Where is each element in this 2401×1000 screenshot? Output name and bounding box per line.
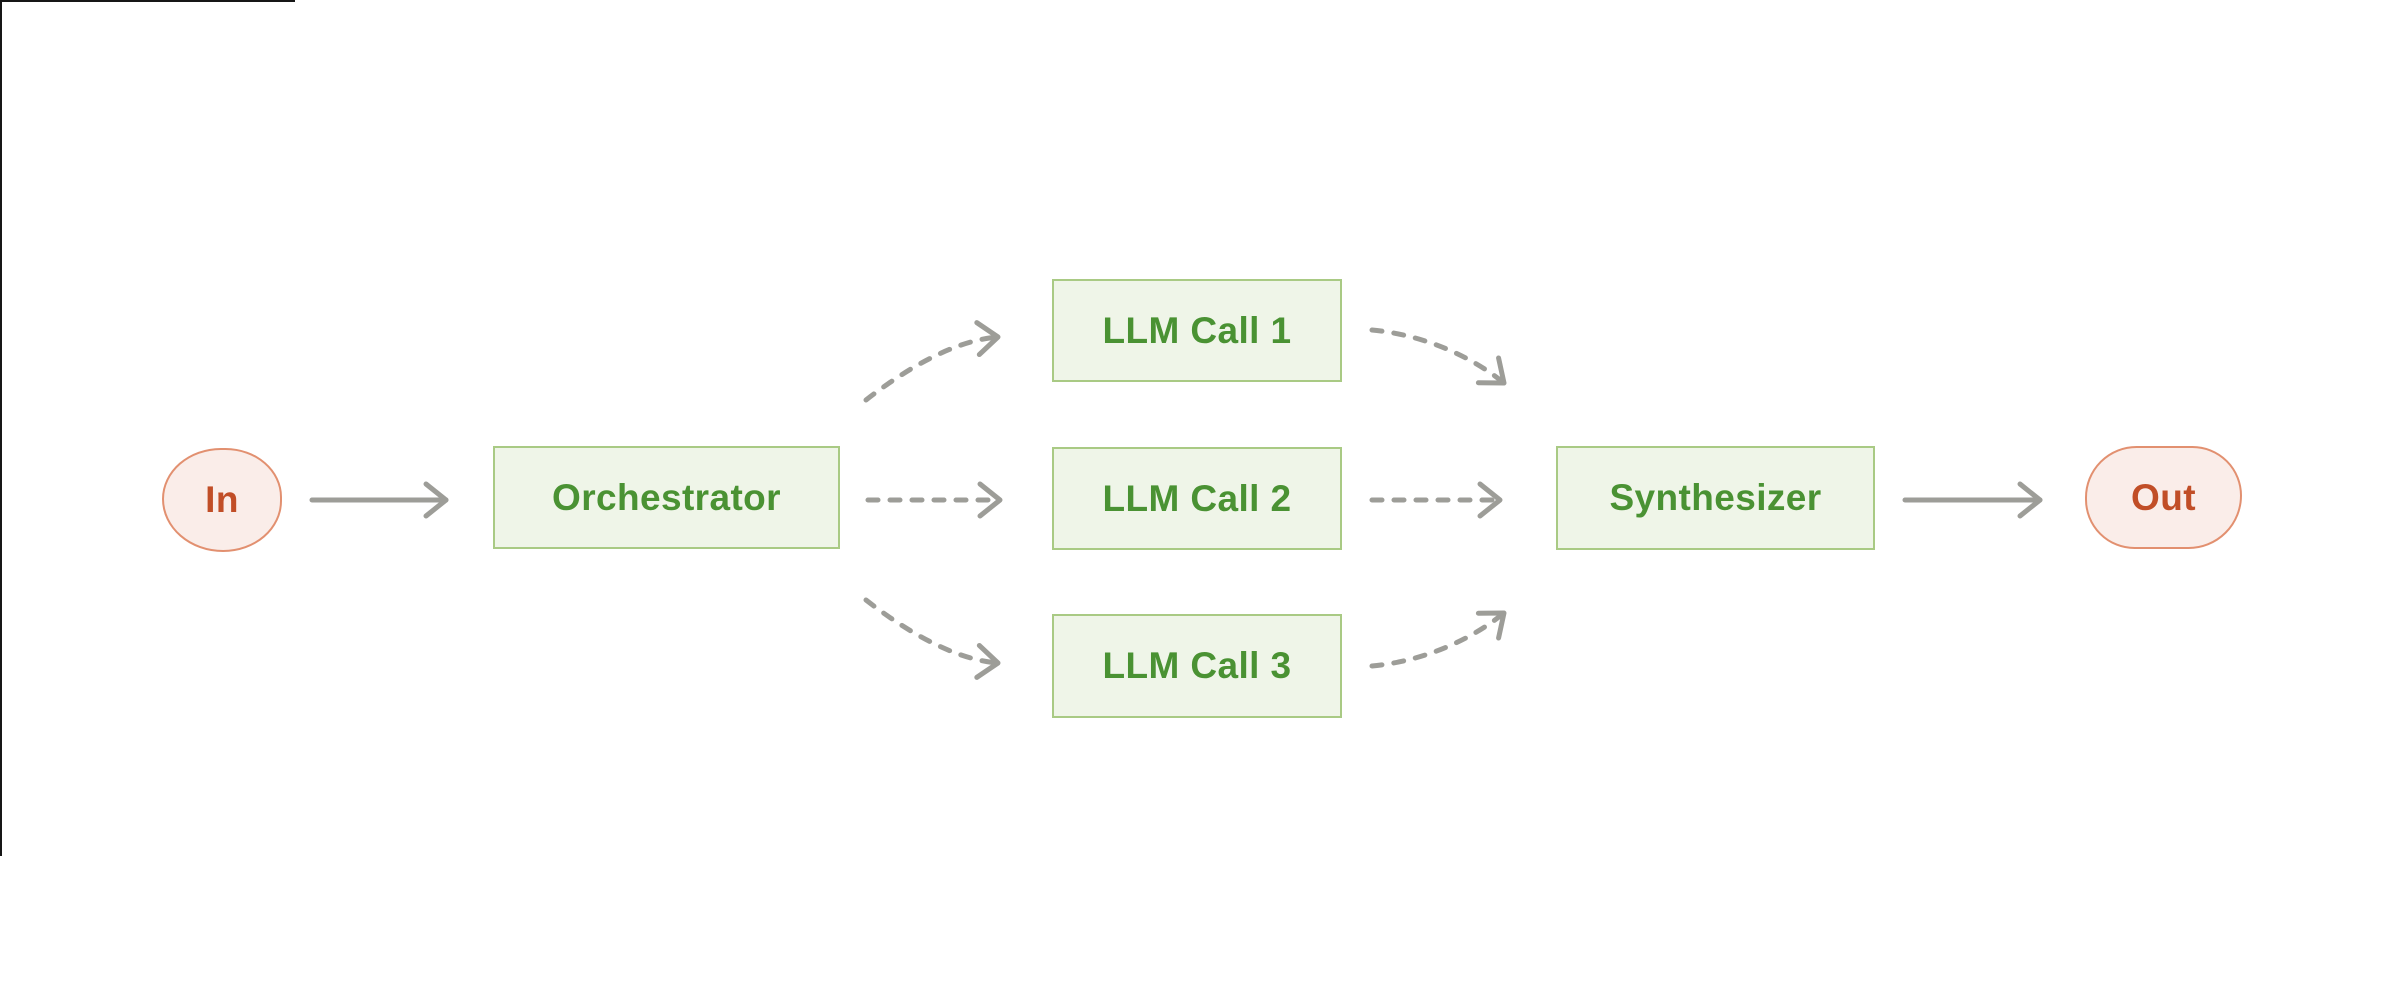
node-synthesizer: Synthesizer xyxy=(1556,446,1875,550)
arrow-llm-call-1-to-synthesizer xyxy=(1369,327,1507,386)
screenshot-edge-artifact-top xyxy=(0,0,295,2)
node-llm-call-3-label: LLM Call 3 xyxy=(1102,645,1292,686)
node-synthesizer-label: Synthesizer xyxy=(1609,477,1822,518)
node-orchestrator: Orchestrator xyxy=(493,446,840,549)
node-llm-call-3: LLM Call 3 xyxy=(1052,614,1342,718)
arrow-llm-call-3-to-synthesizer xyxy=(1369,610,1507,669)
node-in: In xyxy=(162,448,282,552)
arrow-orchestrator-to-llm-call-3 xyxy=(863,597,1001,680)
node-llm-call-2-label: LLM Call 2 xyxy=(1102,477,1292,519)
screenshot-edge-artifact-left xyxy=(0,0,2,856)
node-out-label: Out xyxy=(2131,476,2196,518)
node-in-label: In xyxy=(205,479,239,520)
node-orchestrator-label: Orchestrator xyxy=(552,476,781,518)
node-llm-call-1: LLM Call 1 xyxy=(1052,279,1342,382)
node-llm-call-1-label: LLM Call 1 xyxy=(1102,309,1292,351)
node-out: Out xyxy=(2085,446,2242,549)
node-llm-call-2: LLM Call 2 xyxy=(1052,447,1342,550)
arrow-orchestrator-to-llm-call-1 xyxy=(863,320,1001,403)
